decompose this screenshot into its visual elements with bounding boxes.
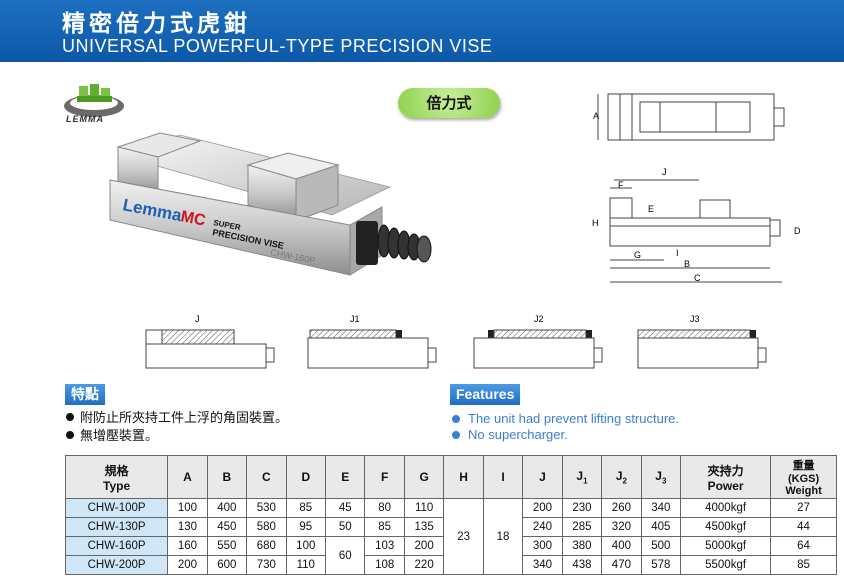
features-list-cn: 附防止所夾持工件上浮的角固裝置。 無增壓裝置。 xyxy=(66,410,288,446)
page-title-en: UNIVERSAL POWERFUL-TYPE PRECISION VISE xyxy=(62,36,493,56)
dim-label-d: D xyxy=(794,226,801,236)
vise-product-image: Lemma MC SUPER PRECISION VISE CHW-160P xyxy=(109,132,432,276)
col-j1: J1 xyxy=(561,455,603,499)
dim-label-g: G xyxy=(634,250,641,260)
logo-text: LEMMA xyxy=(66,114,104,124)
config-label-j2: J2 xyxy=(534,314,544,324)
page-title-cn: 精密倍力式虎鉗 xyxy=(62,11,251,37)
feature-item-en: The unit had prevent lifting structure. xyxy=(452,411,679,427)
col-b: B xyxy=(206,455,248,499)
dim-label-e: E xyxy=(648,204,654,214)
col-weight: 重量(KGS)Weight xyxy=(770,455,837,499)
col-g: G xyxy=(403,455,445,499)
feature-item-en: No supercharger. xyxy=(452,427,679,443)
col-f: F xyxy=(364,455,405,499)
dim-label-b: B xyxy=(684,259,690,269)
table-row: CHW-200P 200 600 730 110 108 220 340 438… xyxy=(64,555,837,575)
col-j: J xyxy=(522,455,563,499)
table-row: CHW-100P 100 400 530 85 45 80 110 23 18 … xyxy=(64,498,837,575)
col-j2: J2 xyxy=(601,455,642,499)
dim-label-a: A xyxy=(593,111,599,121)
jaw-config-j3-diagram: J3 xyxy=(637,314,767,369)
merged-i: 18 xyxy=(482,498,524,575)
dim-label-c: C xyxy=(694,273,701,283)
col-h: H xyxy=(443,455,484,499)
bullet-icon xyxy=(452,431,460,439)
dim-label-h: H xyxy=(592,218,599,228)
bullet-icon xyxy=(66,413,74,421)
jaw-config-j-diagram: J xyxy=(145,314,275,369)
col-e: E xyxy=(324,455,366,499)
bullet-icon xyxy=(66,431,74,439)
bullet-icon xyxy=(452,415,460,423)
table-row: CHW-160P 160 550 680 100 60 103 200 300 … xyxy=(64,536,837,575)
jaw-config-j2-diagram: J2 xyxy=(473,314,603,369)
features-title-cn: 特點 xyxy=(65,384,105,405)
lemma-logo-icon xyxy=(64,84,124,117)
merged-e: 60 xyxy=(324,536,366,575)
top-view-diagram: A xyxy=(593,93,785,141)
col-d: D xyxy=(285,455,327,499)
photo-model-tag: MC xyxy=(179,208,207,230)
header-banner: 精密倍力式虎鉗 UNIVERSAL POWERFUL-TYPE PRECISIO… xyxy=(0,0,844,62)
dim-label-j: J xyxy=(662,167,667,177)
side-view-diagram: J F E H D G I B C xyxy=(592,167,801,283)
col-i: I xyxy=(482,455,524,499)
jaw-config-j1-diagram: J1 xyxy=(307,314,437,369)
col-a: A xyxy=(167,455,208,499)
col-c: C xyxy=(246,455,287,499)
config-label-j: J xyxy=(195,314,200,324)
feature-item-cn: 無增壓裝置。 xyxy=(66,428,288,446)
features-list-en: The unit had prevent lifting structure. … xyxy=(452,411,679,443)
dim-label-i: I xyxy=(676,248,679,258)
config-label-j1: J1 xyxy=(350,314,360,324)
merged-h: 23 xyxy=(443,498,484,575)
type-badge: 倍力式 xyxy=(398,88,500,118)
feature-item-cn: 附防止所夾持工件上浮的角固裝置。 xyxy=(66,410,288,428)
col-j3: J3 xyxy=(640,455,682,499)
dim-label-f: F xyxy=(618,180,624,190)
config-label-j3: J3 xyxy=(690,314,700,324)
features-title-en: Features xyxy=(450,384,521,405)
